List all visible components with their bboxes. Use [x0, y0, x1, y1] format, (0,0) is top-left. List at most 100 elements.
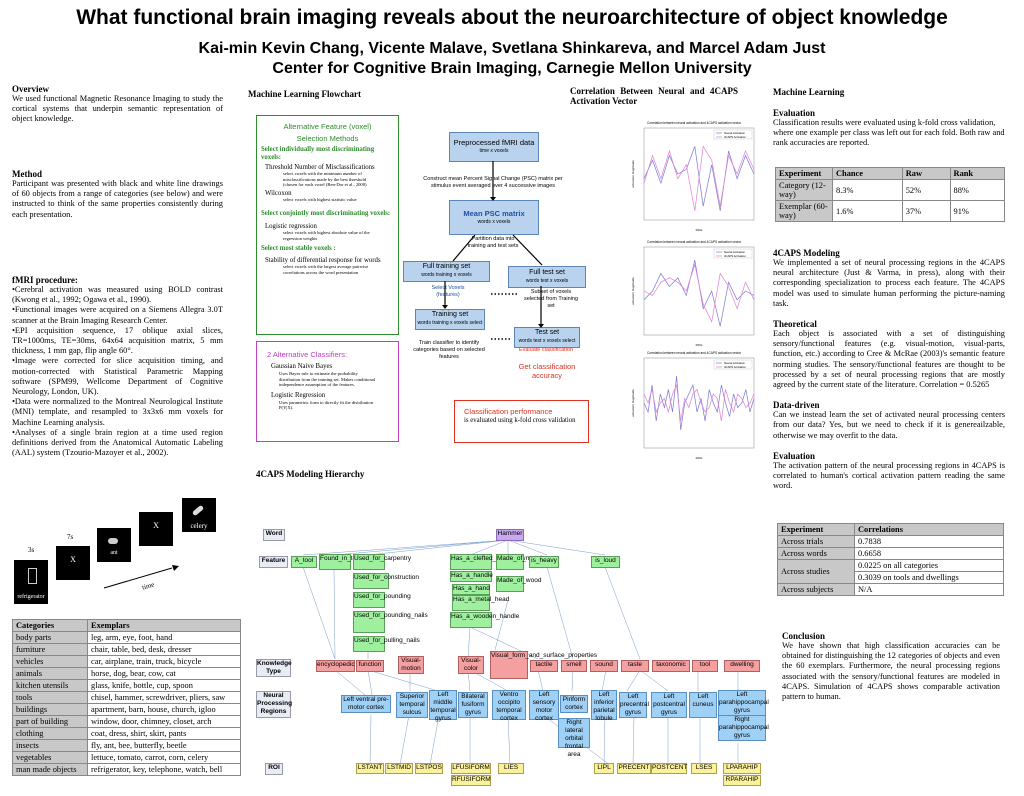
label-7s: 7s: [67, 533, 74, 541]
plot-title: Correlation between neural activation an…: [647, 240, 742, 244]
frame-refrigerator: refrigerator: [14, 560, 48, 604]
table-cell: 0.7838: [854, 535, 1004, 548]
table-cell: lettuce, tomato, carrot, corn, celery: [87, 751, 241, 764]
roi-node: LIES: [498, 763, 524, 774]
table-header-row: Experiment Chance Raw Rank: [775, 167, 1006, 180]
plot-xlabel: ROIs: [696, 343, 703, 347]
table-cell: horse, dog, bear, cow, cat: [87, 667, 241, 680]
feature-node: A_tool: [291, 556, 317, 568]
plot-ylabel: activation magnitude: [631, 277, 635, 305]
knowledge-node: tool: [692, 660, 718, 672]
fmri-item: •Image were corrected for slice acquisit…: [12, 356, 223, 397]
table-cell: Across words: [777, 547, 855, 560]
partition-label: Partition data into training and test se…: [467, 236, 519, 249]
overview-section: Overview We used functional Magnetic Res…: [12, 84, 223, 125]
node-sub: words test x voxels: [525, 278, 569, 284]
neural-node: Right parahippocampal gyrus: [718, 715, 769, 741]
feature-node: Used_for_pulling_nails: [353, 636, 420, 652]
fmri-item: •Data were normalized to the Montreal Ne…: [12, 397, 223, 427]
neural-node: Ventro occipito temporal cortex: [492, 690, 526, 722]
roi-node: LPARAHIP: [723, 763, 761, 774]
modeling-text: We implemented a set of neural processin…: [773, 258, 1005, 308]
hierarchy-edges: [302, 539, 739, 766]
conclusion-section: Conclusion We have shown that high class…: [782, 631, 1000, 702]
table-cell: apartment, barn, house, church, igloo: [87, 703, 241, 716]
node-title: Full test set: [529, 269, 565, 276]
theoretical-text: Each object is associated with a set of …: [773, 329, 1005, 390]
time-arrow: [103, 565, 179, 589]
table-cell: N/A: [854, 583, 1004, 596]
roi-node: LSES: [691, 763, 717, 774]
fmri-section: fMRI procedure: •Cerebral activation was…: [12, 275, 223, 458]
feature-node: is_loud: [591, 556, 620, 568]
frame-ant: ant: [97, 528, 131, 562]
roi-node: POSTCENT: [651, 763, 687, 774]
flowchart-heading: Machine Learning Flowchart: [248, 89, 361, 99]
correlation-table: Experiment Correlations Across trials 0.…: [777, 523, 1004, 596]
table-cell: Category (12-way): [775, 179, 833, 201]
feature-selection-title: Alternative Feature (voxel): [283, 122, 372, 131]
table-cell: buildings: [12, 703, 88, 716]
roi-node: PRECENT: [617, 763, 651, 774]
neural-node: Piriform cortex: [560, 695, 588, 713]
column-header: Experiment: [777, 523, 855, 536]
column-header: Exemplars: [87, 619, 241, 632]
fmri-item: •Cerebral activation was measured using …: [12, 285, 223, 305]
feature-node: is_heavy: [529, 556, 559, 568]
feature-node: Has_a_handle: [450, 571, 493, 582]
fmri-item: •Analyses of a single brain region at a …: [12, 427, 223, 458]
feature-node: Found_in_tool_boxes: [319, 554, 382, 570]
table-cell: glass, knife, bottle, cup, spoon: [87, 679, 241, 692]
correlation-plot-3: Correlation between neural activation an…: [630, 348, 758, 462]
accuracy-table: Experiment Chance Raw Rank Category (12-…: [775, 167, 1006, 222]
table-cell: 8.3%: [832, 179, 903, 201]
knowledge-node: dwelling: [724, 660, 760, 672]
legend-label: Neural Activation: [724, 361, 745, 365]
legend-label: 4CAPS Activation: [724, 135, 746, 139]
table-cell: part of building: [12, 715, 88, 728]
feature-node: Has_a_hand: [452, 584, 490, 595]
plot-legend: [713, 248, 753, 259]
feature-node: Used_for_pounding: [353, 592, 411, 608]
test-set-node: Test set words test x voxels select: [514, 327, 580, 348]
roi-node: LSTPOS: [415, 763, 443, 774]
plot-series-line: [643, 263, 755, 323]
table-cell: clothing: [12, 727, 88, 740]
node-sub: words x voxels: [477, 219, 511, 225]
table-cell: 37%: [901, 200, 951, 222]
overview-text: We used functional Magnetic Resonance Im…: [12, 94, 223, 124]
correlation-plot-2: Correlation between neural activation an…: [630, 237, 758, 349]
neural-node: Superior temporal sulcus: [396, 692, 428, 718]
feature-node: Used_for_carpentry: [353, 554, 411, 570]
correlation-plot-1: Correlation between neural activation an…: [630, 118, 758, 234]
threshold-desc: select voxels with the minimum number of…: [283, 171, 367, 187]
node-title: Mean PSC matrix: [463, 209, 525, 218]
train-classifier-label: Train classifier to identify categories …: [413, 340, 485, 360]
table-cell: kitchen utensils: [12, 679, 88, 692]
legend-label: Neural Activation: [724, 131, 745, 135]
feature-node: Has_a_metal_head: [452, 595, 509, 611]
node-sub: words training x voxels select: [417, 320, 483, 326]
knowledge-node: tactile: [530, 660, 558, 672]
table-cell: chisel, hammer, screwdriver, pliers, saw: [87, 691, 241, 704]
frame-fixation: X: [56, 546, 90, 580]
table-cell: vegetables: [12, 751, 88, 764]
node-sub: time x voxels: [479, 148, 509, 154]
poster-title: What functional brain imaging reveals ab…: [76, 6, 948, 29]
select-stable-heading: Select most stable voxels :: [261, 245, 336, 252]
knowledge-node: taste: [621, 660, 649, 672]
word-node: Hammer: [496, 529, 524, 541]
feature-node: Made_of_wood: [496, 576, 541, 592]
fmri-item: •EPI acquisition sequence, 17 oblique ax…: [12, 325, 223, 356]
knowledge-node: smell: [561, 660, 587, 672]
threshold-method: Threshold Number of Misclassifications: [265, 164, 375, 171]
table-cell: Exemplar (60-way): [775, 200, 833, 222]
table-cell: window, door, chimney, closet, arch: [87, 715, 241, 728]
column-header: Experiment: [775, 167, 833, 180]
neural-node: Left sensory motor cortex: [529, 690, 559, 722]
correlation-heading: Correlation Between Neural and 4CAPS Act…: [570, 86, 738, 106]
